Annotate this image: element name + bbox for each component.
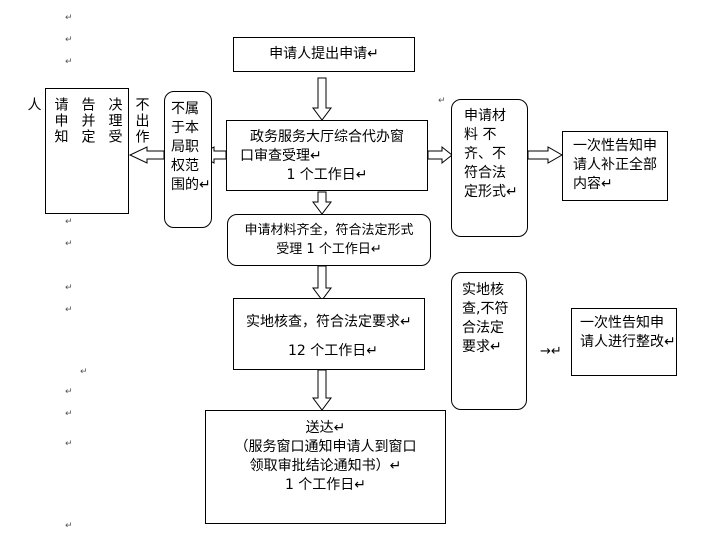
paragraph-mark: ↵	[65, 521, 73, 531]
node-incomplete-line: 定形式↵	[464, 184, 518, 200]
node-not-in-scope-line: 局职	[171, 139, 199, 155]
node-inspection-fail-line: 实地核	[462, 282, 504, 298]
node-not-in-scope-line: 于本	[171, 120, 199, 136]
node-deliver-line: 1 个工作日↵	[284, 477, 367, 493]
node-inspection-fail: 实地核 查,不符 合法定 要求↵	[451, 272, 527, 410]
node-window-line: 口审查受理↵	[240, 148, 322, 164]
arrow-notscope-to-reject	[128, 146, 165, 164]
node-reject-col: 不出作	[133, 97, 150, 145]
node-window-review: 政务服务大厅综合代办窗 口审查受理↵ 1 个工作日↵	[226, 120, 428, 191]
node-inspection-fail-line: 合法定	[462, 320, 504, 336]
node-reject-decision: 不出作 决理受 告并定 请申知 人	[26, 88, 150, 214]
node-not-in-scope: 不属 于本 局职 权范 围的↵	[164, 91, 212, 228]
node-deliver-line: 送达↵	[305, 420, 346, 436]
node-accept-line: 申请材料齐全，符合法定形式	[244, 223, 414, 238]
paragraph-mark: ↵	[65, 239, 73, 249]
node-deliver-line: 领取审批结论通知书）↵	[249, 458, 402, 474]
node-apply: 申请人提出申请↵	[233, 37, 415, 72]
node-reject-col: 人	[25, 97, 42, 113]
node-apply-text: 申请人提出申请↵	[269, 46, 379, 62]
node-incomplete-line: 料 不	[464, 127, 497, 143]
node-notify-rectify-line: 一次性告知申	[580, 315, 664, 331]
paragraph-mark: ↵	[65, 409, 73, 419]
node-notify-supplement-line: 一次性告知申	[573, 138, 657, 154]
arrow-window-to-incomplete	[427, 145, 453, 165]
node-deliver-line: （服务窗口通知申请人到窗口	[234, 439, 417, 455]
arrow-inspect-to-deliver	[312, 369, 332, 411]
node-reject-col: 告并定	[79, 97, 96, 145]
node-inspection-line: 12 个工作日↵	[288, 343, 378, 359]
arrow-to-rectify: →↵	[540, 344, 562, 359]
node-onsite-inspection: 实地核查，符合法定要求↵ 12 个工作日↵	[233, 298, 425, 370]
paragraph-mark: ↵	[80, 367, 88, 377]
arrow-accept-to-inspect	[312, 265, 332, 301]
node-incomplete-line: 齐、不	[464, 146, 506, 162]
paragraph-mark: ↵	[65, 35, 73, 45]
node-notify-supplement-line: 请人补正全部	[573, 157, 657, 173]
paragraph-mark: ↵	[65, 283, 73, 293]
node-notify-rectify: 一次性告知申 请人进行整改↵	[571, 308, 677, 376]
node-reject-col: 请申知	[52, 97, 69, 145]
paragraph-mark: ↵	[65, 305, 73, 315]
paragraph-mark: ↵	[438, 96, 446, 106]
node-not-in-scope-line: 围的↵	[171, 177, 211, 193]
node-inspection-line: 实地核查，符合法定要求↵	[246, 314, 412, 330]
arrow-incomplete-to-notify	[527, 146, 564, 164]
paragraph-mark: ↵	[65, 439, 73, 449]
node-notify-supplement: 一次性告知申 请人补正全部 内容↵	[562, 131, 668, 201]
paragraph-mark: ↵	[65, 13, 73, 23]
node-notify-supplement-line: 内容↵	[573, 176, 613, 192]
node-incomplete-line: 符合法	[464, 165, 506, 181]
node-accept-line: 受理 1 个工作日↵	[276, 242, 382, 257]
arrow-apply-to-window	[312, 77, 332, 121]
node-accept: 申请材料齐全，符合法定形式 受理 1 个工作日↵	[227, 214, 431, 266]
paragraph-mark: ↵	[65, 57, 73, 67]
node-reject-col: 决理受	[106, 97, 123, 145]
node-window-line: 政务服务大厅综合代办窗	[250, 129, 404, 145]
node-inspection-fail-line: 查,不符	[462, 301, 509, 317]
node-window-line: 1 个工作日↵	[286, 167, 368, 183]
node-inspection-fail-line: 要求↵	[462, 339, 502, 355]
node-not-in-scope-line: 权范	[171, 158, 199, 174]
arrow-window-to-accept	[312, 191, 332, 215]
node-materials-incomplete: 申请材 料 不 齐、不 符合法 定形式↵	[451, 99, 528, 237]
paragraph-mark: ↵	[65, 217, 73, 227]
node-deliver: 送达↵ （服务窗口通知申请人到窗口 领取审批结论通知书）↵ 1 个工作日↵	[205, 410, 446, 524]
node-not-in-scope-line: 不属	[171, 101, 199, 117]
node-notify-rectify-line: 请人进行整改↵	[580, 334, 676, 350]
paragraph-mark: ↵	[65, 387, 73, 397]
node-incomplete-line: 申请材	[464, 108, 506, 124]
